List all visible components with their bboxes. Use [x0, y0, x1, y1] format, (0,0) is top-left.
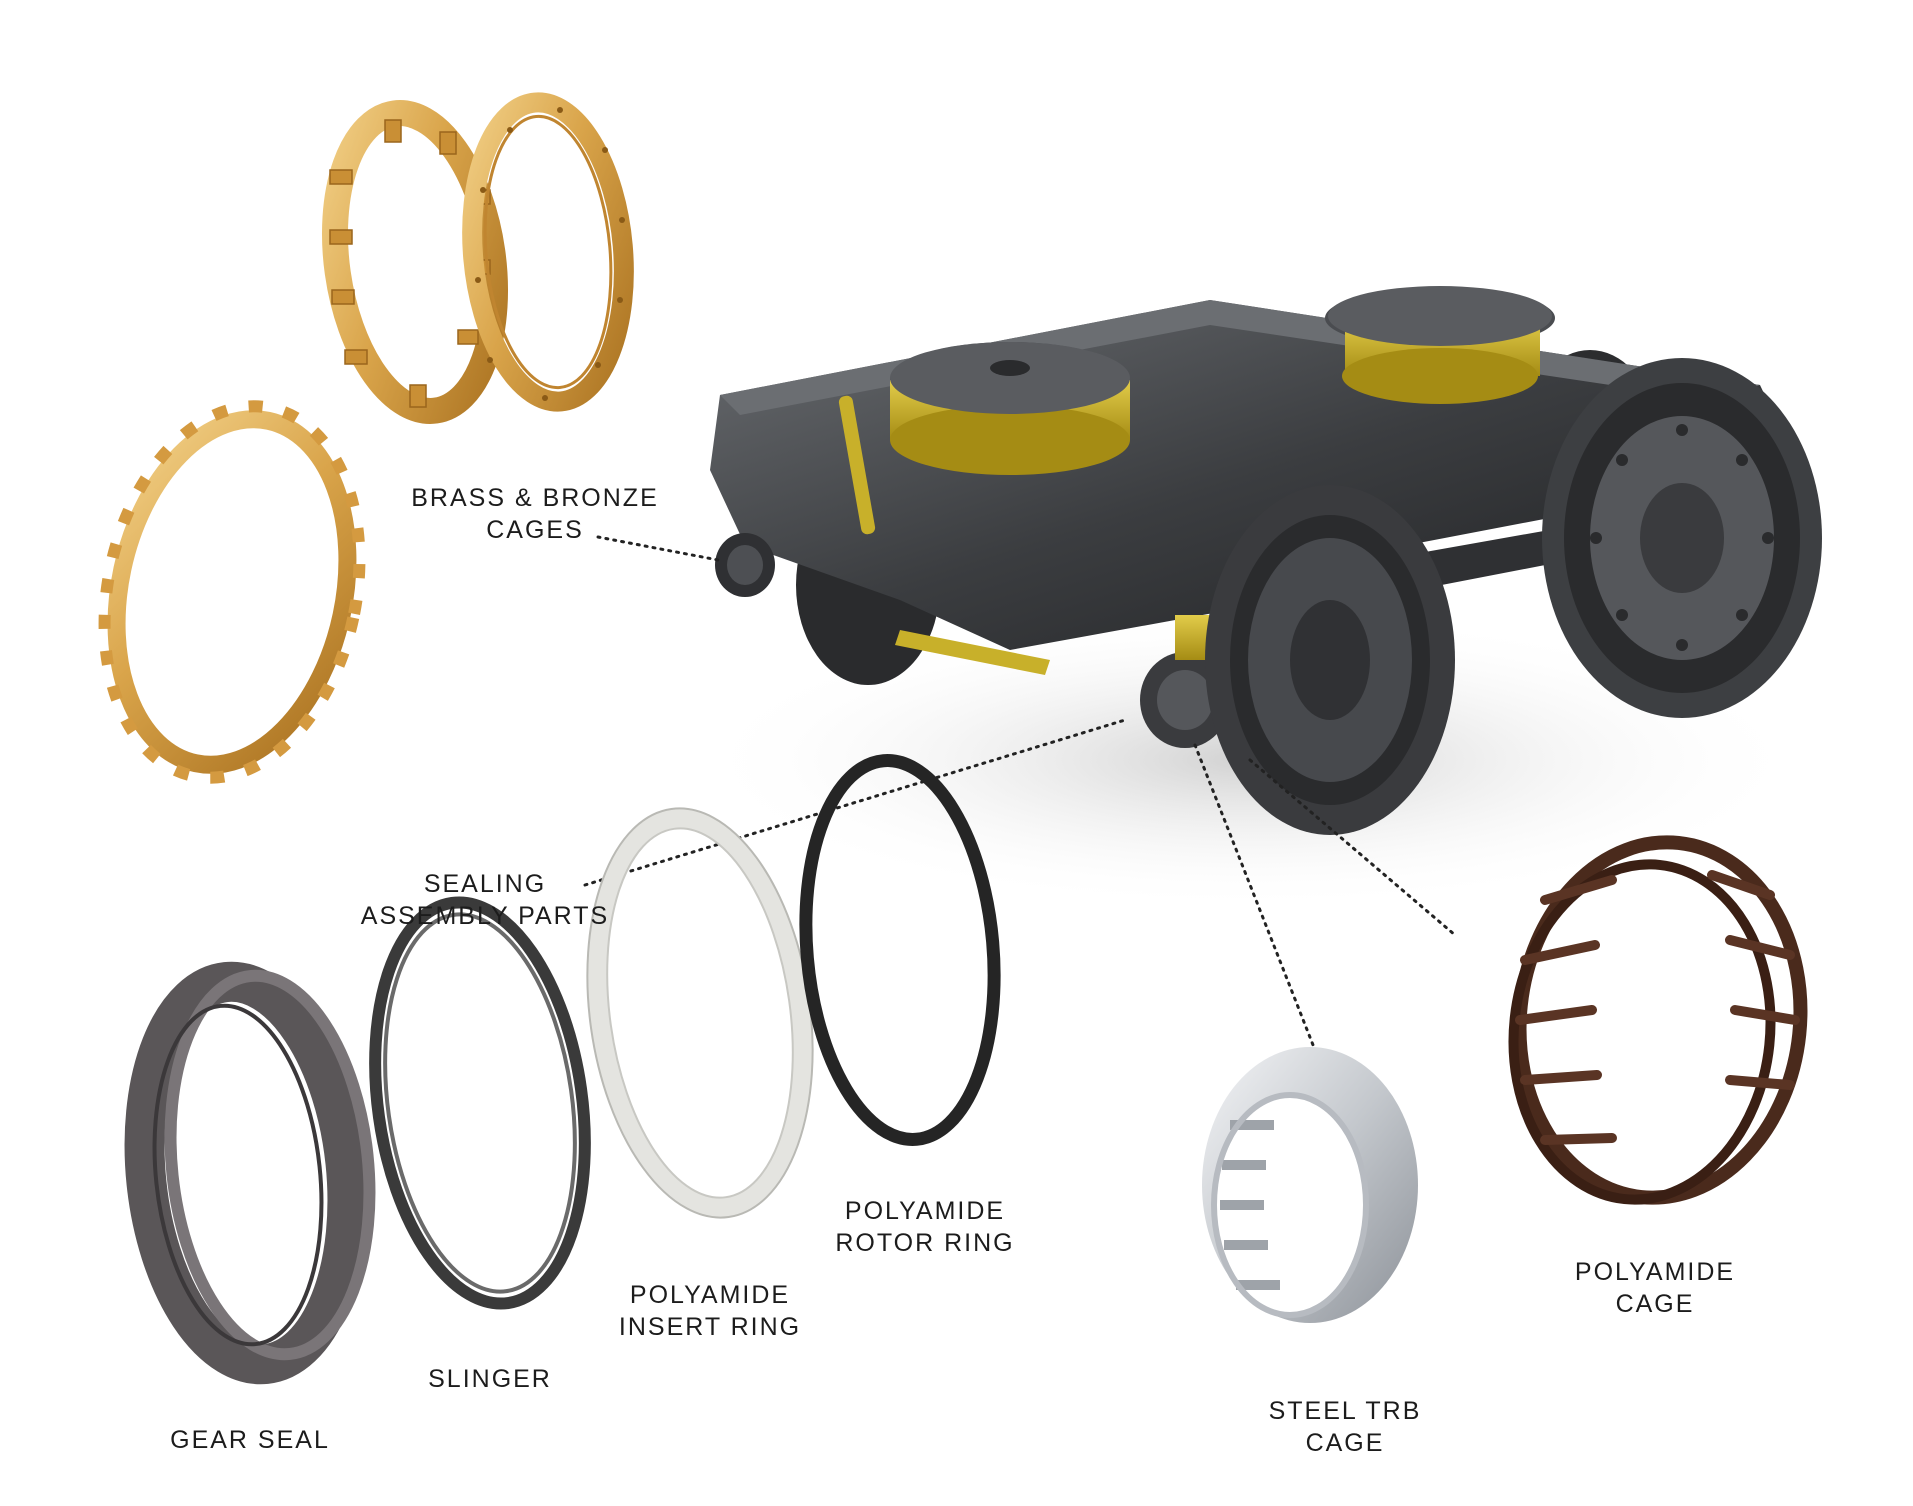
label-gear-seal: GEAR SEAL: [170, 1426, 330, 1454]
label-polyamide-rotor-ring: POLYAMIDE ROTOR RING: [835, 1197, 1015, 1257]
slinger: [369, 896, 591, 1310]
label-steel-trb-cage: STEEL TRB CAGE: [1268, 1397, 1422, 1457]
bogie: [690, 286, 1822, 910]
label-sealing-assembly-parts: SEALING ASSEMBLY PARTS: [360, 870, 610, 930]
leader-lines: [583, 535, 1457, 1052]
label-polyamide-insert-ring: POLYAMIDE INSERT RING: [618, 1281, 802, 1341]
label-brass-bronze-cages: BRASS & BRONZE CAGES: [411, 484, 659, 544]
polyamide-cage: [1508, 835, 1808, 1205]
label-slinger: SLINGER: [428, 1365, 552, 1393]
label-polyamide-cage: POLYAMIDE CAGE: [1574, 1258, 1736, 1318]
bronze-ring-flat: [462, 92, 634, 412]
insert-ring: [586, 807, 814, 1219]
gear-seal: [124, 961, 376, 1385]
rotor-ring: [799, 754, 1001, 1146]
brass-cage-lower: [98, 400, 366, 784]
steel-trb-cage: [1202, 1047, 1418, 1323]
